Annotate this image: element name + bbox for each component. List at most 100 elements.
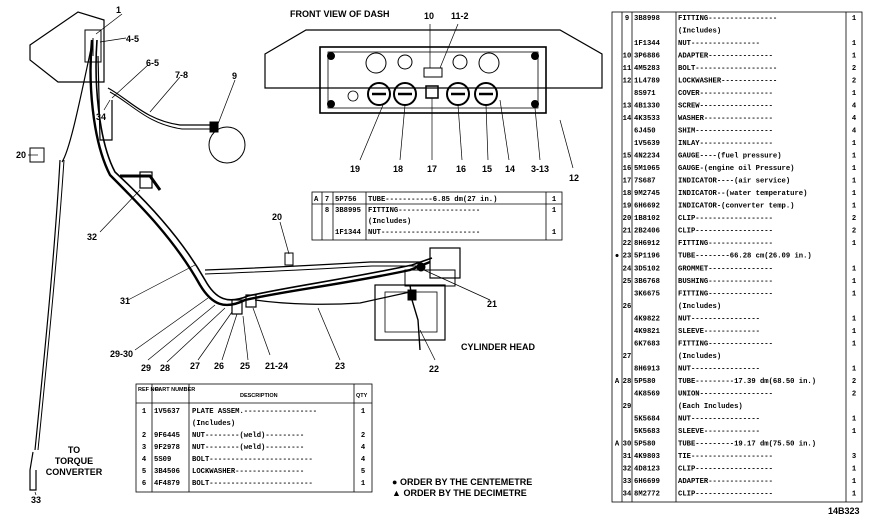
- bottom-table-qty: 1: [361, 408, 366, 416]
- right-table-part-number: 4B1330: [634, 103, 660, 111]
- right-table-mark: ●: [615, 253, 619, 261]
- right-table-qty: 2: [852, 390, 856, 398]
- bottom-table-qty: 2: [361, 432, 365, 440]
- right-table-qty: 1: [852, 428, 857, 436]
- right-table-part-number: 5P580: [634, 378, 656, 386]
- small-table-part-number: 3B8995: [335, 207, 361, 215]
- right-table-part-number: 1B8102: [634, 215, 660, 223]
- right-table-description: INLAY-----------------: [678, 140, 773, 148]
- right-table-qty: 2: [852, 65, 856, 73]
- right-table-ref: 29: [623, 403, 632, 411]
- right-table-description: FITTING---------------: [678, 340, 773, 348]
- right-table-description: NUT----------------: [678, 415, 760, 423]
- right-table-qty: 1: [852, 490, 857, 498]
- right-table-description: BUSHING---------------: [678, 278, 773, 286]
- bottom-table-description: NUT--------(weld)---------: [192, 444, 304, 452]
- right-table-description: INDICATOR----(air service): [678, 178, 790, 186]
- right-table-ref: 33: [623, 478, 632, 486]
- right-parts-table: [611, 11, 863, 503]
- right-table-qty: 1: [852, 340, 857, 348]
- small-table-qty: 1: [552, 196, 557, 204]
- right-table-qty: 2: [852, 78, 856, 86]
- right-table-part-number: 4K8569: [634, 390, 660, 398]
- right-table-ref: 34: [623, 490, 632, 498]
- right-table-qty: 1: [852, 53, 857, 61]
- right-table-description: ADAPTER---------------: [678, 53, 773, 61]
- right-table-description: (Includes): [678, 28, 721, 36]
- bottom-table-description: (Includes): [192, 420, 235, 428]
- right-table-description: WASHER----------------: [678, 115, 773, 123]
- callout-34: 34: [96, 112, 106, 122]
- right-table-part-number: 4M5283: [634, 65, 660, 73]
- right-table-ref: 24: [623, 265, 632, 273]
- right-table-qty: 1: [852, 90, 857, 98]
- small-table-part-number: 1F1344: [335, 229, 362, 237]
- right-table-ref: 21: [623, 228, 632, 236]
- right-table-qty: 1: [852, 178, 857, 186]
- right-table-part-number: 4K9821: [634, 328, 661, 336]
- callout-20-left: 20: [16, 150, 26, 160]
- right-table-description: UNION-----------------: [678, 390, 773, 398]
- right-table-ref: 15: [623, 153, 632, 161]
- right-table-ref: 9: [625, 15, 629, 23]
- right-table-description: FITTING----------------: [678, 15, 777, 23]
- bottom-table-part-number: 9F6445: [154, 432, 180, 440]
- small-table-description: FITTING-------------------: [368, 207, 480, 215]
- right-table-ref: 18: [623, 190, 632, 198]
- small-table-description: NUT-----------------------: [368, 229, 480, 237]
- right-table-qty: 1: [852, 478, 857, 486]
- bottom-table-ref: 1: [142, 408, 147, 416]
- right-table-part-number: 6H6699: [634, 478, 660, 486]
- right-table-part-number: 1L4789: [634, 78, 660, 86]
- bottom-table-ref: 3: [142, 444, 146, 452]
- legend-decimetre: ▲ ORDER BY THE DECIMETRE: [392, 488, 527, 498]
- right-table-description: CLIP------------------: [678, 490, 773, 498]
- callout-16: 16: [456, 164, 466, 174]
- right-table-description: LOCKWASHER-------------: [678, 78, 777, 86]
- right-table-qty: 1: [852, 365, 857, 373]
- right-table-description: (Includes): [678, 353, 721, 361]
- bottom-parts-table: [135, 383, 373, 493]
- right-table-description: SLEEVE-------------: [678, 328, 760, 336]
- small-table-part-number: 5P756: [335, 196, 357, 204]
- callout-3-13: 3-13: [531, 164, 549, 174]
- right-table-part-number: 8H6912: [634, 240, 660, 248]
- right-table-ref: 23: [623, 253, 632, 261]
- bottom-table-description: LOCKWASHER----------------: [192, 468, 304, 476]
- small-parts-table: [311, 191, 563, 241]
- small-table-ref: 8: [325, 207, 329, 215]
- right-table-ref: 20: [623, 215, 632, 223]
- right-table-description: INDICATOR--(water temperature): [678, 190, 807, 198]
- bottom-table-description: PLATE ASSEM.-----------------: [192, 408, 317, 416]
- callout-14: 14: [505, 164, 515, 174]
- right-table-description: TUBE---------17.39 dm(68.50 in.): [678, 378, 816, 386]
- right-table-description: FITTING---------------: [678, 240, 773, 248]
- right-table-ref: 13: [623, 103, 632, 111]
- callout-11-2: 11-2: [451, 11, 469, 21]
- tube-routing-drawing: [28, 11, 491, 496]
- bottom-table-part-number: 1V5637: [154, 408, 180, 416]
- callout-33: 33: [31, 495, 41, 505]
- callout-12: 12: [569, 173, 579, 183]
- small-table-ref: 7: [325, 196, 329, 204]
- right-table-ref: 14: [623, 115, 632, 123]
- right-table-qty: 4: [852, 128, 857, 136]
- right-table-ref: 11: [623, 65, 632, 73]
- right-table-part-number: 5K5683: [634, 428, 660, 436]
- callout-21: 21: [487, 299, 497, 309]
- callout-26: 26: [214, 361, 224, 371]
- right-table-qty: 3: [852, 453, 856, 461]
- small-table-description: (Includes): [368, 218, 411, 226]
- right-table-description: NUT----------------: [678, 365, 760, 373]
- bottom-table-description: BOLT------------------------: [192, 456, 313, 464]
- right-table-part-number: 9M2745: [634, 190, 660, 198]
- right-table-description: GAUGE-(engine oil Pressure): [678, 165, 794, 173]
- right-table-part-number: 5P580: [634, 440, 656, 448]
- right-table-mark: A: [615, 440, 620, 448]
- right-table-part-number: 7S687: [634, 178, 656, 186]
- right-table-qty: 2: [852, 228, 856, 236]
- dash-front-view: [264, 23, 603, 169]
- right-table-qty: 1: [852, 278, 857, 286]
- legend-centimetre-text: ORDER BY THE CENTEMETRE: [400, 477, 532, 487]
